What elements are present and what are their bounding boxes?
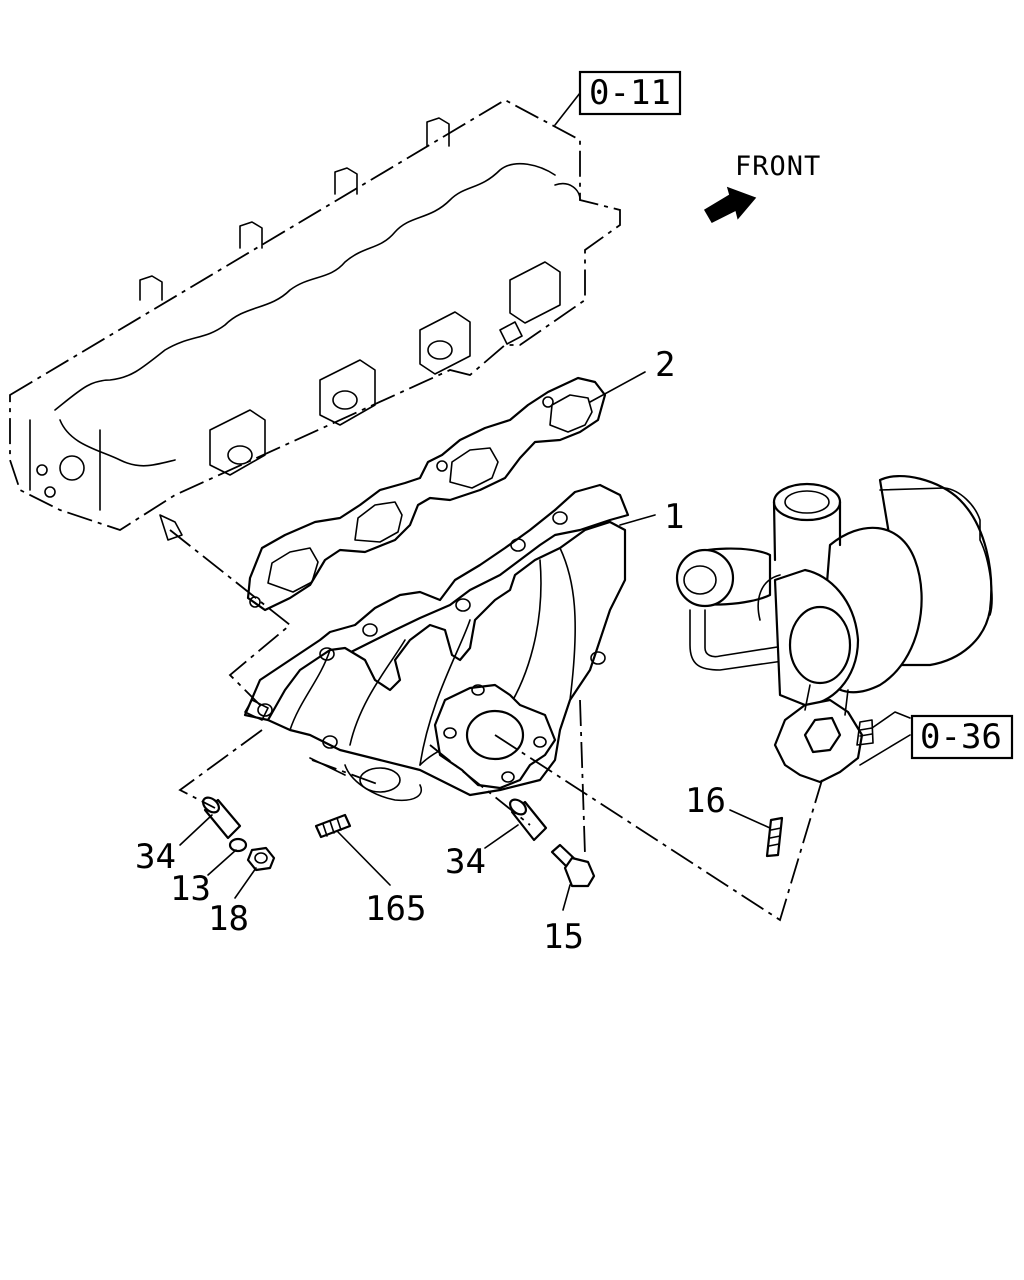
callout-stud-turbo: 16 <box>685 781 726 821</box>
sleeve-left <box>202 796 242 840</box>
bolt <box>550 843 596 888</box>
callout-washer: 13 <box>170 869 211 909</box>
manifold-gasket <box>246 376 607 612</box>
callout-bolt: 15 <box>543 917 584 957</box>
leader-lines <box>179 92 911 911</box>
assembly-lines <box>169 529 823 922</box>
cylinder-head <box>9 98 621 541</box>
front-label: FRONT <box>735 151 821 182</box>
ref-box-head[interactable]: 0-11 <box>578 70 682 116</box>
turbocharger <box>675 475 993 784</box>
callout-sleeve-right: 34 <box>445 842 486 882</box>
callout-manifold: 1 <box>664 497 684 537</box>
exhaust-manifold <box>243 483 630 802</box>
stud-turbo <box>765 816 784 858</box>
ref-turbo-label: 0-36 <box>920 717 1002 757</box>
front-arrow-icon <box>703 186 757 223</box>
callout-sleeve-left: 34 <box>135 837 176 877</box>
stud-center <box>314 813 352 839</box>
front-indicator: FRONT <box>703 151 821 223</box>
sleeve-right <box>509 798 548 842</box>
callouts: 2 1 34 13 18 165 34 15 16 <box>135 345 726 957</box>
callout-gasket: 2 <box>655 345 675 385</box>
ref-head-label: 0-11 <box>589 73 671 113</box>
callout-nut: 18 <box>208 899 249 939</box>
ref-box-turbo[interactable]: 0-36 <box>910 714 1014 760</box>
callout-stud-center: 165 <box>365 889 426 929</box>
nut <box>246 846 276 872</box>
washer <box>228 837 248 853</box>
